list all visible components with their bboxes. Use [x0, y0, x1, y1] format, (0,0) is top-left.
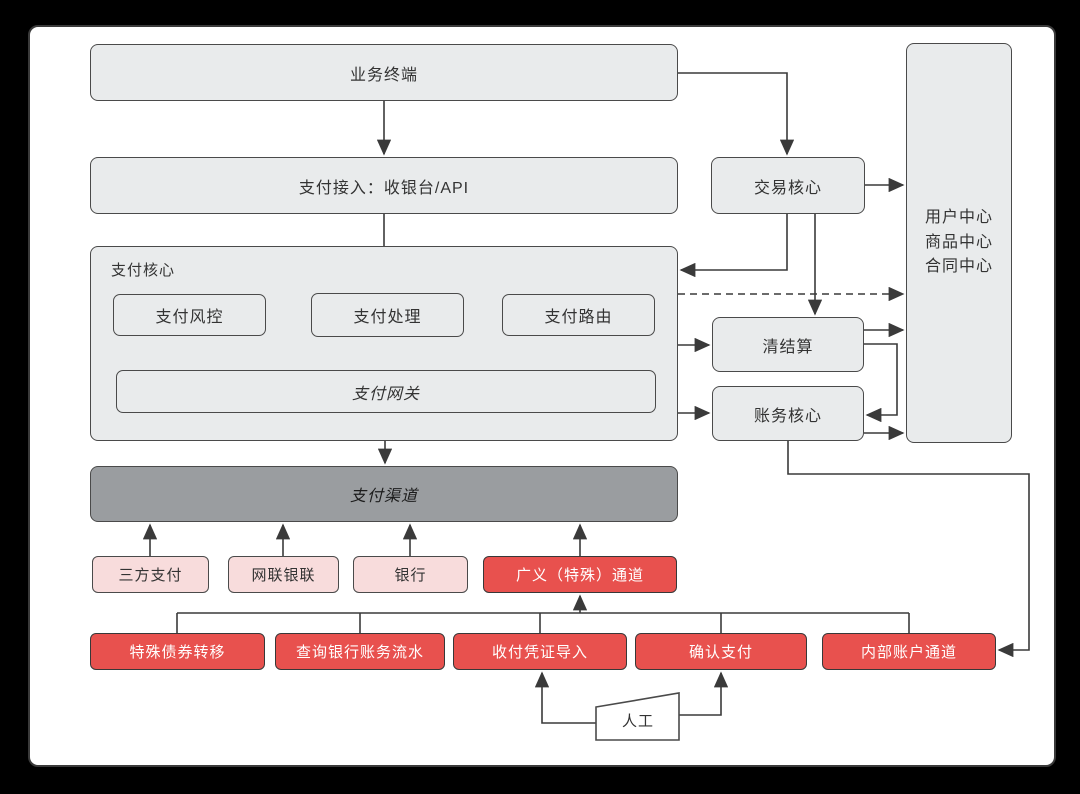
node-business-terminal: 业务终端 — [90, 44, 678, 101]
edge-manual-to-confirm — [679, 671, 729, 716]
node-third-party-payment: 三方支付 — [92, 556, 209, 593]
node-label: 账务核心 — [753, 407, 822, 425]
node-label: 支付风控 — [155, 309, 224, 326]
edge-tradecore-to-paymentcore — [679, 214, 788, 278]
node-payment-risk: 支付风控 — [113, 294, 266, 336]
node-query-bank-flow: 查询银行账务流水 — [275, 633, 445, 670]
center-stack-line: 用户中心 — [924, 208, 993, 226]
node-label: 内部账户通道 — [860, 644, 957, 661]
node-label: 支付网关 — [351, 385, 420, 403]
node-payment-processing: 支付处理 — [311, 293, 464, 337]
node-internal-account-channel: 内部账户通道 — [822, 633, 996, 670]
edge-accounting-to-internal-channel — [787, 441, 1030, 658]
node-special-channel: 广义（特殊）通道 — [483, 556, 677, 593]
node-payment-channels: 支付渠道 — [90, 466, 678, 522]
node-label: 收付凭证导入 — [491, 644, 588, 661]
node-payment-routing: 支付路由 — [502, 294, 655, 336]
edge-manual-to-voucher — [534, 671, 596, 724]
node-label: 支付渠道 — [349, 488, 418, 505]
node-manual: 人工 — [598, 702, 678, 738]
node-special-bond-transfer: 特殊债券转移 — [90, 633, 265, 670]
node-label: 支付路由 — [544, 309, 613, 326]
node-label: 业务终端 — [349, 66, 418, 84]
node-label: 清结算 — [762, 338, 814, 356]
payment-core-title: 支付核心 — [111, 262, 176, 279]
edge-clearing-to-accounting — [864, 343, 898, 423]
node-center-stack: 用户中心 商品中心 合同中心 — [906, 43, 1012, 443]
center-stack-line: 商品中心 — [924, 233, 993, 251]
node-label: 交易核心 — [753, 179, 822, 197]
edge-bus-line — [176, 612, 910, 633]
node-label: 查询银行账务流水 — [295, 644, 424, 661]
node-label: 支付处理 — [353, 309, 422, 326]
node-payment-access: 支付接入：收银台/API — [90, 157, 678, 214]
node-label: 银行 — [394, 567, 427, 584]
node-label: 确认支付 — [688, 644, 753, 661]
node-label: 特殊债券转移 — [129, 644, 226, 661]
node-netsunion-unionpay: 网联银联 — [228, 556, 339, 593]
node-label: 广义（特殊）通道 — [515, 567, 644, 584]
node-bank: 银行 — [353, 556, 468, 593]
node-confirm-payment: 确认支付 — [635, 633, 807, 670]
center-stack-line: 合同中心 — [924, 258, 993, 276]
node-label: 人工 — [621, 712, 654, 730]
manual-shape — [595, 692, 680, 741]
node-clearing-settlement: 清结算 — [712, 317, 864, 372]
node-payment-gateway: 支付网关 — [116, 370, 656, 413]
edge-terminal-to-tradecore — [678, 72, 795, 156]
node-voucher-import: 收付凭证导入 — [453, 633, 627, 670]
node-label: 三方支付 — [118, 567, 183, 584]
node-label: 网联银联 — [251, 567, 316, 584]
node-label: 支付接入：收银台/API — [298, 179, 470, 197]
node-trade-core: 交易核心 — [711, 157, 865, 214]
node-accounting-core: 账务核心 — [712, 386, 864, 441]
